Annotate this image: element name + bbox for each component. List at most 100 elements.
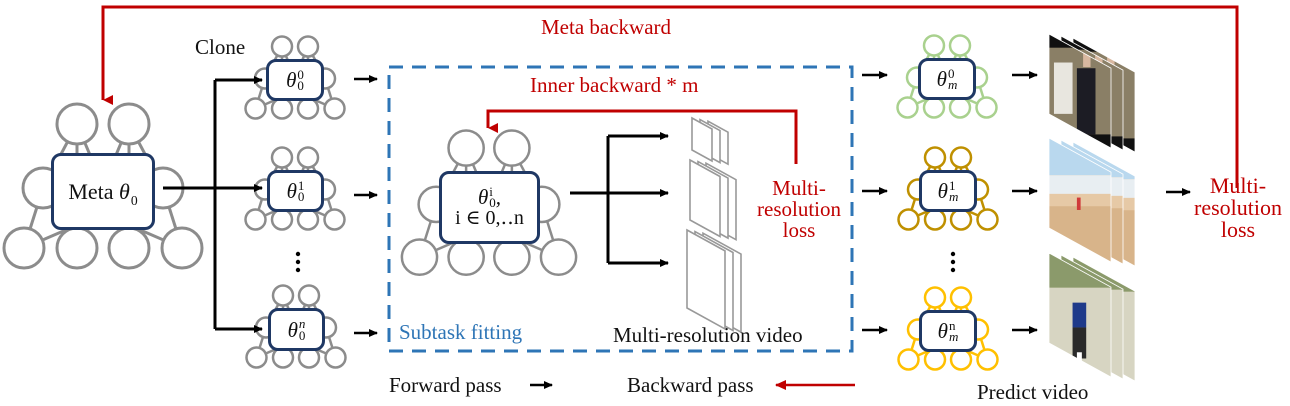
theta-superscript: 1 [297, 177, 305, 193]
subtask-fitting-box [387, 65, 854, 353]
theta-symbol: θ [286, 68, 297, 93]
theta-symbol: θ [937, 179, 948, 204]
network-neuron [949, 208, 973, 231]
network-neuron [270, 208, 294, 231]
final-loss-label: Multi- resolution loss [1183, 175, 1290, 241]
theta-superscript: n [948, 317, 956, 333]
meta-backward-arrow [101, 5, 1239, 188]
network-neuron [923, 146, 947, 169]
theta-subscript: 0 [298, 327, 306, 343]
index-range: i ∈ 0,‥n [455, 207, 524, 230]
clone-arrows [163, 76, 263, 333]
network-neuron [270, 146, 294, 169]
network-neuron [948, 96, 972, 119]
loss-line-3: loss [782, 218, 816, 242]
meta-backward-label: Meta backward [541, 15, 672, 39]
loss-line-2: resolution [1194, 195, 1282, 220]
loss-line-1: Multi- [1209, 173, 1267, 198]
video-frame [686, 228, 726, 331]
loss-line-3: loss [1220, 217, 1256, 242]
network-neuron [949, 348, 973, 371]
beach-video [1048, 137, 1136, 267]
theta-subscript: m [948, 189, 959, 204]
theta-symbol: θ [287, 317, 298, 342]
inner-loss-label: Multi- resolution loss [744, 178, 854, 241]
network-neuron [897, 348, 920, 371]
theta-symbol: θ [936, 67, 947, 92]
network-neuron [296, 208, 320, 231]
network-neuron [949, 286, 973, 309]
inner-backward-arrow [486, 109, 798, 164]
network-neuron [323, 208, 346, 231]
multi-resolution-video-label: Multi-resolution video [613, 323, 803, 347]
video-frame [1049, 253, 1111, 378]
network-neuron [296, 146, 320, 169]
theta-symbol: θ [477, 185, 489, 210]
theta-subscript: m [948, 329, 959, 344]
multires-branch-arrows [570, 132, 669, 267]
theta-superscript: 0 [297, 66, 304, 82]
network-neuron [324, 346, 347, 369]
legend-forward-label: Forward pass [389, 373, 502, 397]
video-frame [1049, 138, 1111, 263]
network-neuron [922, 96, 946, 119]
network-neuron [244, 208, 267, 231]
comma: , [495, 185, 502, 210]
theta-subscript: m [947, 77, 958, 92]
network-neuron [270, 97, 294, 120]
low-res-frames [691, 116, 729, 166]
network-neuron [948, 34, 972, 57]
high-res-frames [686, 228, 742, 334]
network-neuron [55, 226, 99, 270]
multi-resolution-video-frames [686, 116, 742, 334]
meta-prefix: Meta [68, 178, 114, 204]
network-neuron [897, 208, 920, 231]
theta-subscript: 0 [489, 195, 496, 210]
network-neuron [923, 286, 947, 309]
video-frame [689, 158, 721, 238]
network-neuron [493, 238, 531, 277]
network-neuron [297, 284, 321, 307]
predict-arrows [1012, 71, 1038, 334]
subtask-input-arrows [354, 75, 378, 337]
clone-label: Clone [195, 35, 246, 59]
loss-line-1: Multi- [772, 176, 826, 200]
subtask-output-arrows [862, 71, 888, 334]
theta-symbol: θ [119, 178, 130, 204]
mid-res-frames [689, 158, 737, 242]
theta-symbol: θ [937, 319, 948, 344]
network-neuron [493, 129, 531, 167]
network-neuron [923, 348, 947, 371]
network-neuron [976, 208, 999, 231]
video-frame [691, 116, 713, 163]
inner-backward-label: Inner backward * m [530, 73, 699, 97]
theta-symbol: θ [286, 179, 297, 204]
network-neuron [539, 238, 578, 277]
theta-superscript: i [489, 183, 493, 199]
network-neuron [896, 96, 919, 119]
theta-superscript: 1 [948, 177, 956, 193]
network-neuron [107, 102, 151, 146]
theta-superscript: n [298, 316, 306, 332]
network-neuron [975, 96, 998, 119]
network-neuron [400, 238, 439, 277]
network-neuron [976, 348, 999, 371]
legend-backward-label: Backward pass [627, 373, 754, 397]
network-neuron [923, 208, 947, 231]
network-neuron [447, 238, 485, 277]
network-neuron [2, 226, 46, 270]
network-neuron [55, 102, 99, 146]
ellipsis-dots [295, 251, 956, 273]
network-neuron [160, 226, 204, 270]
theta-superscript: 0 [947, 65, 955, 81]
network-neuron [922, 34, 946, 57]
